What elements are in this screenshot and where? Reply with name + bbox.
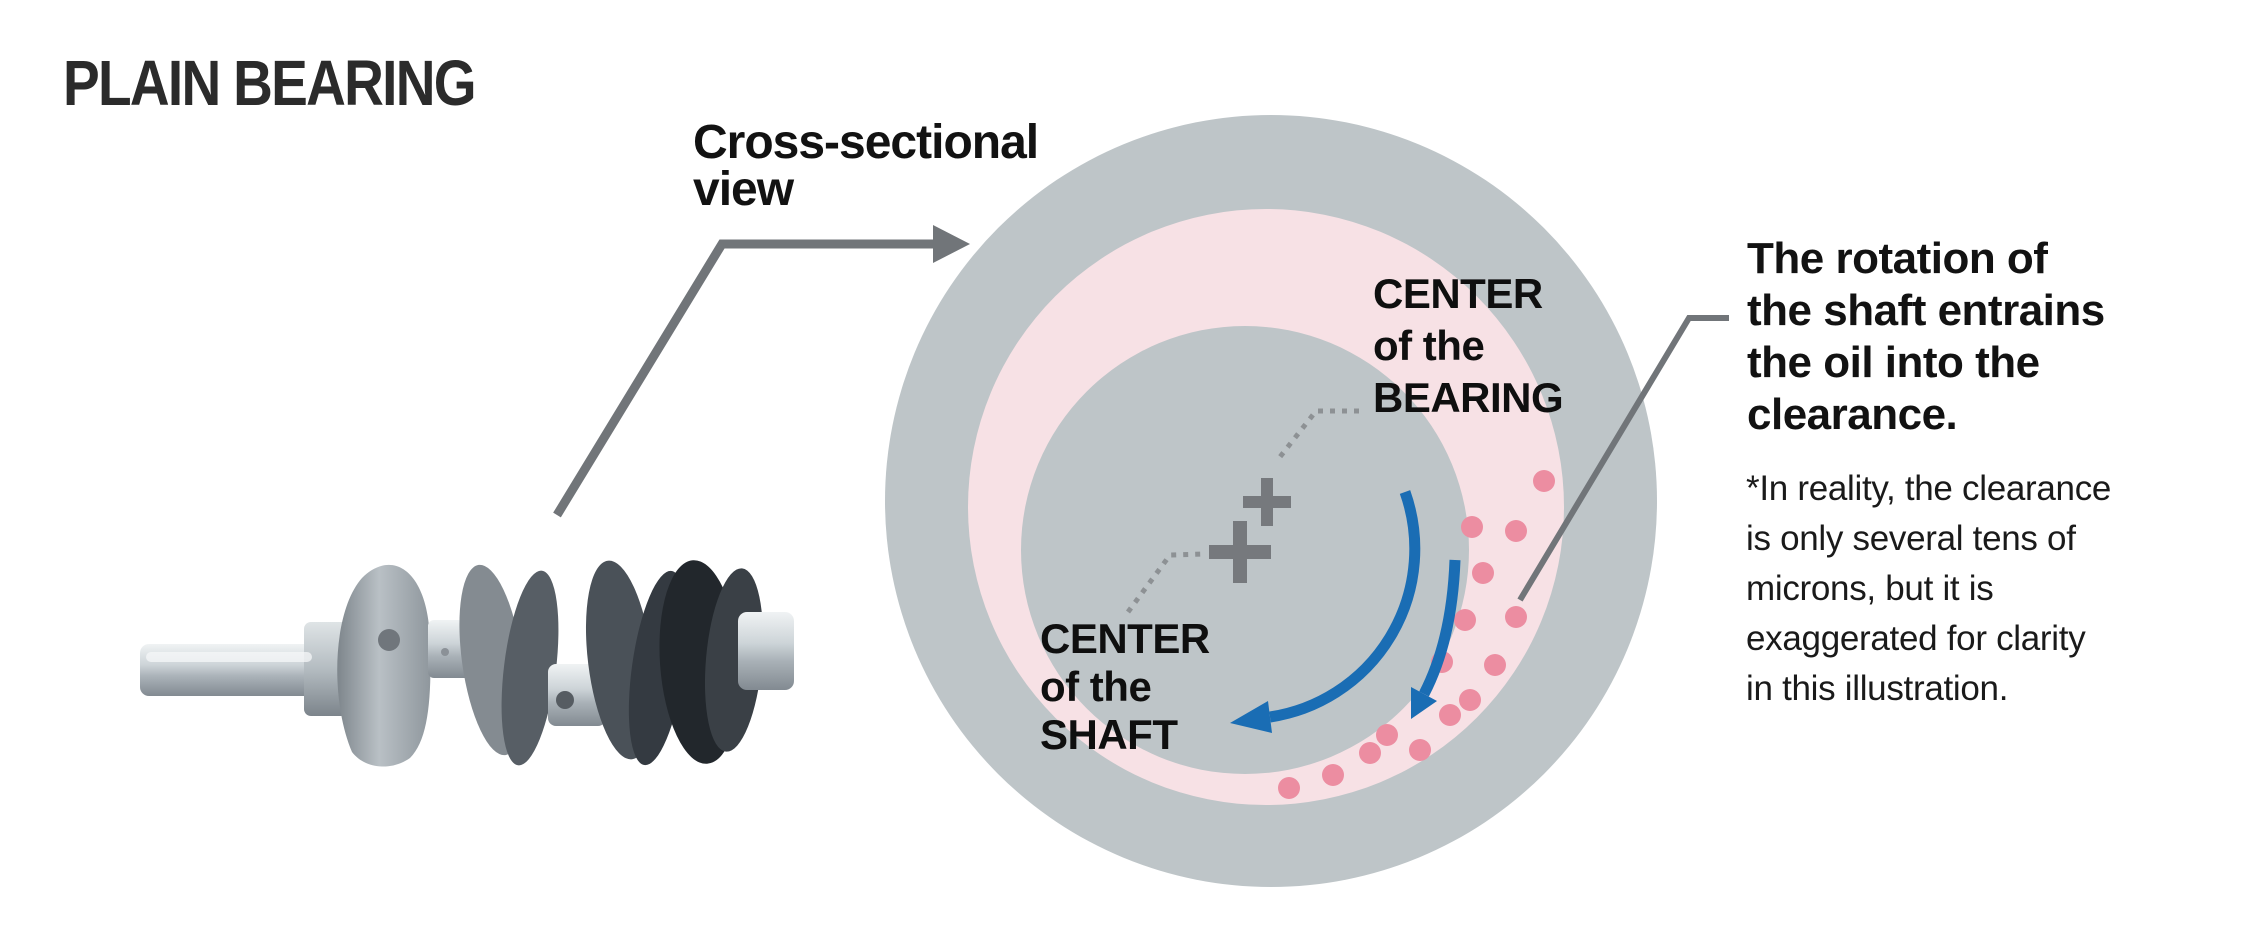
annotation-note-line1: *In reality, the clearance — [1746, 469, 2112, 508]
shaft-center-label-line2: of the — [1040, 663, 1152, 710]
annotation-note-line3: microns, but it is — [1746, 569, 1994, 608]
cross-section-label-line1: Cross-sectional — [693, 116, 1039, 169]
oil-droplet — [1533, 470, 1555, 492]
cross-section-arrowhead-icon — [933, 225, 970, 263]
oil-flow-arrow — [1419, 559, 1461, 697]
oil-droplet — [1439, 704, 1461, 726]
annotation-heading-line4: clearance. — [1747, 390, 1958, 439]
bearing-center-dotted-leader — [1274, 408, 1359, 464]
oil-droplet — [1454, 609, 1476, 631]
shaft-rotation-arrowhead-icon — [1230, 701, 1272, 733]
oil-droplet — [1505, 606, 1527, 628]
page-title: PLAIN BEARING — [63, 51, 542, 115]
shaft-rotation-arrow — [1269, 490, 1421, 723]
cross-section-arrow — [553, 225, 970, 518]
bearing-center-label-line1: CENTER — [1373, 270, 1543, 317]
oil-droplet — [1322, 764, 1344, 786]
bearing-center-label-line2: of the — [1373, 322, 1485, 369]
crankshaft-left-shaft — [140, 644, 318, 696]
crankshaft-web — [501, 570, 559, 766]
crankshaft-web-hole — [378, 629, 400, 651]
oil-droplet — [1472, 562, 1494, 584]
rotation-arrows — [1230, 490, 1461, 733]
oil-droplet — [1359, 742, 1381, 764]
oil-droplet — [1459, 689, 1481, 711]
annotation-note: *In reality, the clearance is only sever… — [1746, 464, 2111, 714]
crankshaft-web — [337, 564, 431, 767]
shaft-center-label-line3: SHAFT — [1040, 711, 1178, 758]
shaft-center-label: CENTER of the SHAFT — [1040, 615, 1210, 759]
bearing-center-label-line3: BEARING — [1373, 374, 1564, 421]
oil-droplet — [1409, 739, 1431, 761]
bearing-center-cross-icon — [1243, 478, 1291, 526]
crankshaft-right-shaft — [738, 612, 794, 690]
annotation-heading-line1: The rotation of — [1747, 234, 2048, 283]
crankshaft-illustration — [140, 560, 794, 767]
bearing-center-label: CENTER of the BEARING — [1373, 268, 1564, 424]
annotation-note-line2: is only several tens of — [1746, 519, 2076, 558]
cross-section-label-line2: view — [693, 163, 794, 216]
annotation-note-line4: exaggerated for clarity — [1746, 619, 2086, 658]
dotted-leaders — [1125, 408, 1359, 614]
cross-section-label: Cross-sectional view — [693, 116, 1039, 216]
annotation-leader-line — [1517, 315, 1729, 602]
annotation-heading-line2: the shaft entrains — [1747, 286, 2105, 335]
shaft-center-cross-icon — [1209, 521, 1271, 583]
oil-droplet — [1376, 724, 1398, 746]
oil-droplet — [1484, 654, 1506, 676]
crankshaft-rod-journal-hole — [556, 691, 574, 709]
cross-section-arrow-line — [553, 239, 934, 518]
annotation-note-line5: in this illustration. — [1746, 669, 2009, 708]
crankshaft-oil-hole — [441, 648, 449, 656]
annotation-heading: The rotation of the shaft entrains the o… — [1747, 233, 2105, 441]
shaft-center-label-line1: CENTER — [1040, 615, 1210, 662]
oil-droplet — [1505, 520, 1527, 542]
oil-droplet — [1278, 777, 1300, 799]
page-title-text: PLAIN BEARING — [63, 47, 477, 119]
center-markers — [1209, 478, 1291, 583]
oil-droplet — [1461, 516, 1483, 538]
crankshaft-highlight — [146, 652, 312, 662]
oil-flow-arrowhead-icon — [1411, 687, 1437, 719]
annotation-heading-line3: the oil into the — [1747, 338, 2040, 387]
